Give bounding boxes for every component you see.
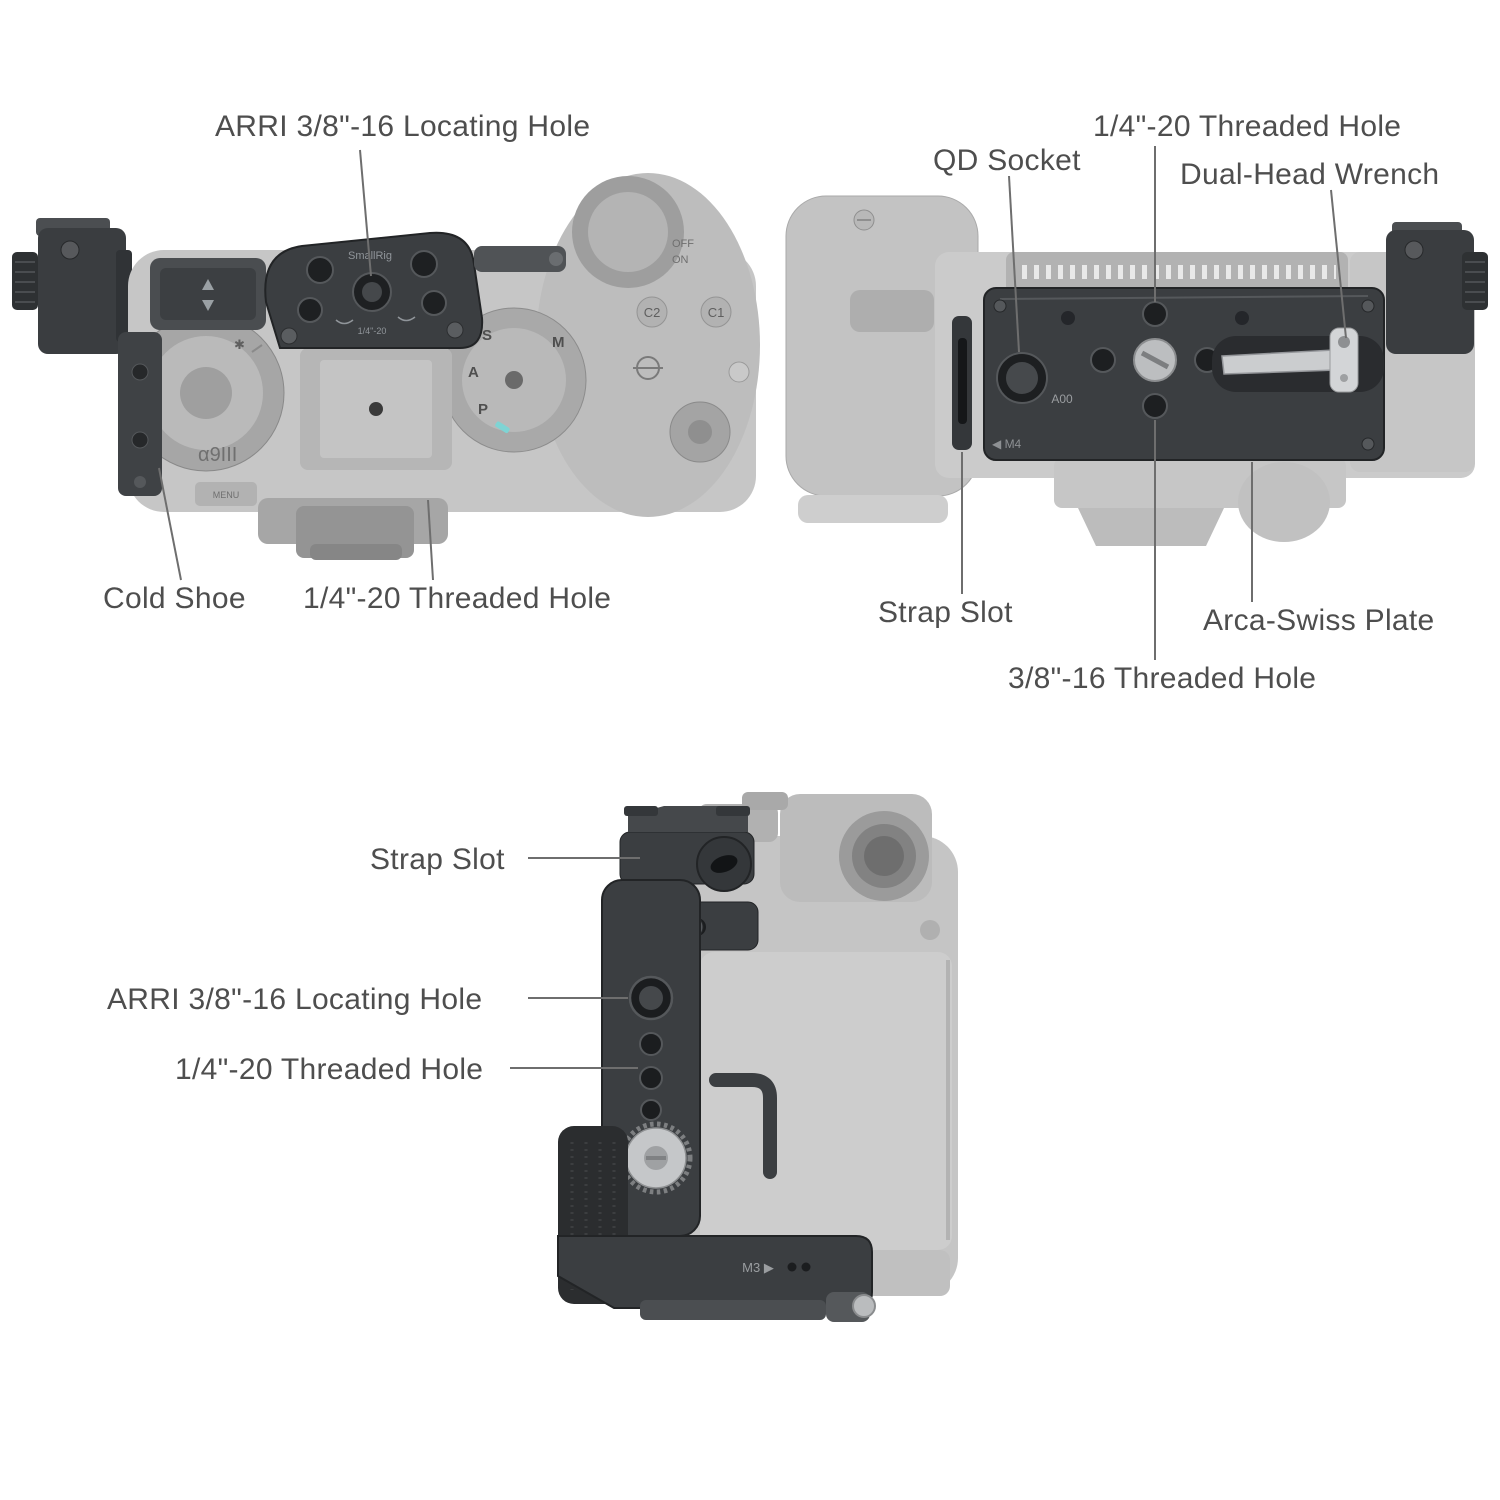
callout-bottom-quarter: 1/4"-20 Threaded Hole [1093,110,1402,143]
battery-door-ghost [785,195,979,523]
leader-qd-socket [1008,175,1020,353]
callout-strap-slot-bottom: Strap Slot [878,596,1013,629]
tripod-foot-ghost [1078,508,1224,546]
hot-shoe-ghost [300,348,452,470]
cage-side-parts: M3 ▶ [557,806,876,1322]
left-clamp [150,258,266,330]
m4-engraving: ◀ M4 [992,437,1022,451]
model-label: α9III [198,444,237,466]
shutter-ghost [728,361,750,383]
leader-top-arri [359,149,372,277]
strap-slot-part [952,316,972,450]
baseplate-screw [852,1294,876,1318]
cage-top-parts: SmallRig 1/4"-20 [118,231,566,496]
focal-plane-mark [633,356,663,380]
leader-lines [158,146,1347,1069]
quarter-20-threaded-hole [639,1066,663,1090]
callout-dual-head-wrench: Dual-Head Wrench [1180,158,1440,191]
viewfinder-ghost [258,498,448,560]
shoe-pin-hole [369,402,383,416]
callout-strap-slot-side: Strap Slot [370,843,505,876]
menu-label: MENU [213,490,240,500]
mode-p-label: P [478,401,488,418]
plate-code-engraving: A00 [1051,392,1073,406]
three-eighth-16-threaded-hole [1142,393,1168,419]
mode-s-label: S [482,327,492,344]
lens-bump-ghost [1238,462,1330,542]
on-marking: ON [672,254,689,266]
bracket-screw [60,240,80,260]
callout-side-arri-hole: ARRI 3/8"-16 Locating Hole [107,983,483,1016]
plate-hole [1090,347,1116,373]
top-left-bracket [12,218,132,354]
screen-back-ghost [700,952,952,1250]
plate-screw [993,299,1007,313]
top-view: OFF ON C2 C1 M S A P [12,173,760,560]
callout-arca-swiss-plate: Arca-Swiss Plate [1203,604,1435,637]
chevron-up-icon [202,279,214,290]
c1-button [700,296,732,328]
camera-body-top-ghost: OFF ON C2 C1 M S A P [127,173,760,560]
callout-qd-socket: QD Socket [933,144,1081,177]
side-view: M3 ▶ [557,792,958,1322]
leader-cold-shoe [158,467,182,581]
plate-screw [280,327,298,345]
plate-hole-small [1061,311,1075,325]
plate-hole [306,256,334,284]
strap-slot-opening [710,855,738,873]
callout-cold-shoe: Cold Shoe [103,582,246,615]
plate-hole-small [1235,311,1249,325]
arca-swiss-baseplate: A00 ◀ M4 [983,287,1385,461]
cold-shoe-rail [118,332,162,496]
arri-top-plate: SmallRig 1/4"-20 [264,231,484,349]
off-marking: OFF [672,238,694,250]
threaded-hole [640,1099,662,1121]
callout-top-quarter-hole: 1/4"-20 Threaded Hole [303,582,612,615]
lens-mount-ghost [1006,252,1348,294]
side-baseplate: M3 ▶ [557,1235,876,1322]
chevron-down-icon [202,300,214,311]
callout-side-quarter-hole: 1/4"-20 Threaded Hole [175,1053,484,1086]
thread-engraving: 1/4"-20 [358,326,387,336]
leader-wrench [1330,189,1347,339]
top-shoe-module [619,806,755,892]
mode-m-label: M [552,334,565,351]
cage-right-arm [474,246,566,272]
star-marking: ✱ [234,337,245,352]
bracket-screw [1404,240,1424,260]
plate-hole [410,250,438,278]
arm-screw [549,252,563,266]
c2-label: C2 [644,305,661,320]
plate-screw [1361,437,1375,451]
cable-hook [709,1073,777,1179]
leader-top-quarter [427,499,434,581]
teal-index-mark [495,421,510,434]
strap-slot-opening [958,338,967,424]
plate-hole [421,290,447,316]
c1-label: C1 [708,305,725,320]
callout-three-eighth-hole: 3/8"-16 Threaded Hole [1008,662,1317,695]
c2-button [636,296,668,328]
mode-a-label: A [468,364,479,381]
bottom-right-bracket [1386,222,1488,354]
plate-screw [1361,299,1375,313]
plate-screw [446,321,464,339]
callout-top-arri-hole: ARRI 3/8"-16 Locating Hole [215,110,591,143]
quarter-20-threaded-hole [639,1032,663,1056]
plate-hole [297,297,323,323]
quarter-20-threaded-hole [1142,301,1168,327]
bottom-view: A00 ◀ M4 [785,195,1488,546]
drive-dial-ghost: ✱ [127,314,285,472]
m3-engraving: M3 ▶ [742,1260,774,1275]
